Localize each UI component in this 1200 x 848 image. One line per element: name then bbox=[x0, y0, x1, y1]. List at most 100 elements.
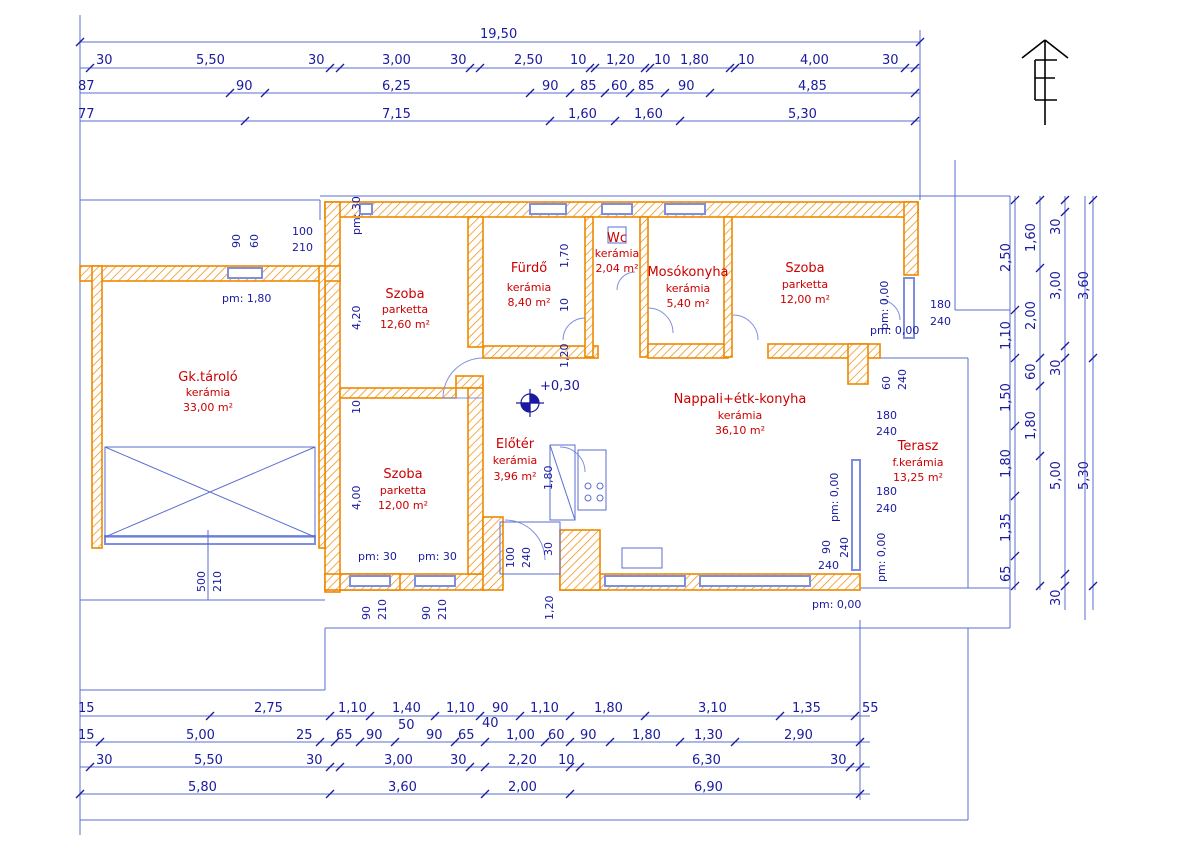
wall bbox=[482, 516, 504, 591]
note-window: 180 bbox=[876, 409, 897, 422]
right-dimension-ticks bbox=[1010, 195, 1098, 591]
dim-label: 15 bbox=[78, 728, 95, 743]
room-floor: parketta bbox=[380, 484, 426, 497]
window bbox=[359, 203, 373, 215]
window bbox=[104, 535, 316, 545]
dim-label: 7,15 bbox=[382, 107, 411, 122]
room-name: Terasz bbox=[897, 439, 939, 454]
north-arrow-icon bbox=[1021, 39, 1069, 125]
dim-label: 90 bbox=[236, 79, 253, 94]
note-dim: 4,00 bbox=[350, 486, 363, 511]
room-area: 8,40 m² bbox=[507, 296, 550, 309]
dim-label: 60 bbox=[1024, 363, 1039, 380]
window bbox=[349, 575, 391, 587]
dim-label: 90 bbox=[492, 701, 509, 716]
room-area: 3,96 m² bbox=[493, 470, 536, 483]
right-dimension-texts: 2,50 1,10 1,50 1,80 1,35 65 1,60 2,00 60… bbox=[999, 218, 1092, 606]
dim-label: 10 bbox=[558, 753, 575, 768]
wall bbox=[467, 387, 484, 575]
wall bbox=[318, 265, 326, 549]
note-door: 210 bbox=[211, 571, 224, 592]
window bbox=[604, 575, 686, 587]
dim-label: 30 bbox=[96, 753, 113, 768]
room-name: Nappali+étk-konyha bbox=[674, 392, 807, 407]
note-dim: 1,20 bbox=[543, 596, 556, 621]
room-name: Szoba bbox=[385, 287, 424, 302]
dim-label: 1,20 bbox=[606, 53, 635, 68]
note-pm: pm: 30 bbox=[350, 196, 363, 235]
room-name: Wc bbox=[607, 231, 627, 246]
room-floor: kerámia bbox=[595, 247, 640, 260]
note-door: 240 bbox=[520, 547, 533, 568]
dim-total-width: 19,50 bbox=[480, 27, 517, 42]
dim-label: 30 bbox=[1049, 589, 1064, 606]
dim-label: 65 bbox=[458, 728, 475, 743]
wall bbox=[482, 345, 599, 359]
guide-lines bbox=[79, 15, 1086, 835]
wall bbox=[79, 265, 341, 282]
room-floor: parketta bbox=[782, 278, 828, 291]
wall bbox=[584, 216, 594, 358]
note-pm: pm: 0,00 bbox=[870, 324, 919, 337]
dim-label: 1,60 bbox=[568, 107, 597, 122]
room-area: 5,40 m² bbox=[666, 297, 709, 310]
wall bbox=[847, 343, 869, 385]
wall bbox=[91, 265, 103, 549]
dim-label: 5,50 bbox=[194, 753, 223, 768]
dim-label: 1,40 bbox=[392, 701, 421, 716]
window bbox=[851, 459, 861, 571]
note-window: 90 bbox=[820, 540, 833, 554]
dim-label: 6,30 bbox=[692, 753, 721, 768]
note-window: 180 bbox=[930, 298, 951, 311]
dim-label: 87 bbox=[78, 79, 95, 94]
dim-label: 30 bbox=[450, 753, 467, 768]
dim-label: 50 bbox=[398, 718, 415, 733]
dim-label: 3,00 bbox=[1049, 271, 1064, 300]
room-name: Gk.tároló bbox=[178, 370, 237, 385]
top-dimension-lines bbox=[80, 41, 920, 122]
window bbox=[903, 277, 915, 339]
dim-label: 5,80 bbox=[188, 780, 217, 795]
room-name: Fürdő bbox=[511, 261, 547, 276]
window bbox=[227, 267, 263, 279]
floor-level: +0,30 bbox=[540, 379, 580, 394]
dim-label: 6,25 bbox=[382, 79, 411, 94]
note-dim: 1,70 bbox=[558, 244, 571, 269]
room-name: Előtér bbox=[496, 437, 535, 452]
note-door: 100 bbox=[504, 547, 517, 568]
dim-label: 1,80 bbox=[1024, 411, 1039, 440]
dim-label: 65 bbox=[999, 565, 1014, 582]
dim-label: 90 bbox=[678, 79, 695, 94]
room-area: 13,25 m² bbox=[893, 471, 943, 484]
room-floor: kerámia bbox=[666, 282, 711, 295]
dim-label: 2,75 bbox=[254, 701, 283, 716]
dim-label: 85 bbox=[638, 79, 655, 94]
dim-label: 1,10 bbox=[999, 321, 1014, 350]
dim-label: 30 bbox=[450, 53, 467, 68]
room-area: 12,00 m² bbox=[378, 499, 428, 512]
door-swings bbox=[442, 271, 901, 561]
dim-label: 1,80 bbox=[594, 701, 623, 716]
bottom-dimension-texts: 15 2,75 1,10 1,40 1,10 90 1,10 1,80 3,10… bbox=[78, 701, 879, 795]
dim-label: 1,00 bbox=[506, 728, 535, 743]
window bbox=[699, 575, 811, 587]
room-floor: kerámia bbox=[718, 409, 763, 422]
room-area: 12,00 m² bbox=[780, 293, 830, 306]
room-name: Mosókonyha bbox=[647, 265, 728, 280]
dim-label: 25 bbox=[296, 728, 313, 743]
dim-label: 60 bbox=[548, 728, 565, 743]
note-window: 240 bbox=[930, 315, 951, 328]
note-door: 500 bbox=[195, 571, 208, 592]
note-window: 240 bbox=[818, 559, 839, 572]
note-dim: 30 bbox=[542, 542, 555, 556]
dim-label: 1,35 bbox=[792, 701, 821, 716]
dim-label: 10 bbox=[570, 53, 587, 68]
dim-label: 2,90 bbox=[784, 728, 813, 743]
note-window: 60 bbox=[880, 376, 893, 390]
wall bbox=[903, 201, 919, 276]
room-floor: kerámia bbox=[507, 281, 552, 294]
dim-label: 1,10 bbox=[530, 701, 559, 716]
note-window: 210 bbox=[436, 599, 449, 620]
room-labels: Gk.tároló kerámia 33,00 m² Szoba parkett… bbox=[178, 231, 943, 512]
